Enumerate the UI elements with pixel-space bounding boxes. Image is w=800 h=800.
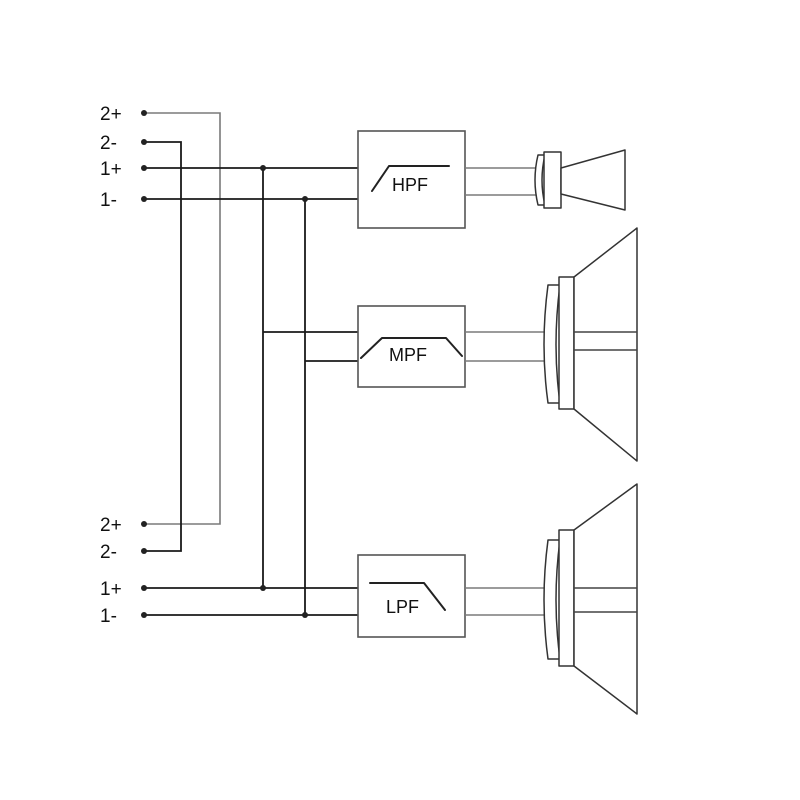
hpf-box [357, 130, 466, 229]
terminal-dot [141, 196, 147, 202]
terminal-dot [141, 548, 147, 554]
junction-dot [260, 585, 266, 591]
terminal-label-1minus: 1- [100, 606, 117, 627]
hpf-label: HPF [392, 175, 428, 195]
hpf-filter-block: HPF [357, 130, 538, 229]
terminal-dot [141, 585, 147, 591]
junction-dot [302, 612, 308, 618]
terminal-dot [141, 612, 147, 618]
terminal-label-1plus: 1+ [100, 159, 122, 180]
terminal-label-1minus: 1- [100, 190, 117, 211]
midrange-speaker-icon [543, 227, 638, 462]
terminal-group-top: 2+ 2- 1+ 1- [100, 104, 147, 211]
terminal-dot [141, 110, 147, 116]
terminal-dot [141, 139, 147, 145]
lpf-box [357, 554, 466, 638]
junction-dot [302, 196, 308, 202]
wire-2minus [144, 141, 182, 552]
bandpass-curve-icon [360, 337, 463, 359]
terminal-label-1plus: 1+ [100, 579, 122, 600]
terminal-dot [141, 521, 147, 527]
wire-2plus [144, 112, 221, 525]
terminal-dot [141, 165, 147, 171]
mpf-label: MPF [389, 345, 427, 365]
terminal-label-2minus: 2- [100, 542, 117, 563]
lpf-label: LPF [386, 597, 419, 617]
mpf-filter-block: MPF [357, 305, 548, 388]
woofer-speaker-icon [543, 483, 638, 715]
tweeter-speaker-icon [534, 149, 626, 211]
terminal-label-2plus: 2+ [100, 515, 122, 536]
terminal-group-bottom: 2+ 2- 1+ 1- [100, 515, 147, 627]
lowpass-curve-icon [369, 582, 446, 611]
highpass-curve-icon [371, 165, 450, 192]
lpf-filter-block: LPF [357, 554, 548, 638]
junction-dot [260, 165, 266, 171]
mpf-box [357, 305, 466, 388]
terminal-label-2minus: 2- [100, 133, 117, 154]
terminal-label-2plus: 2+ [100, 104, 122, 125]
